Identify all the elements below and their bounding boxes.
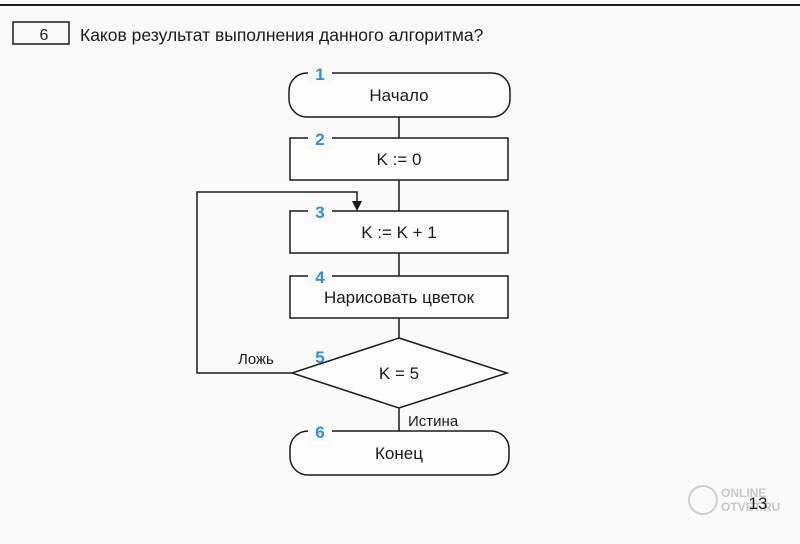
page-number: 13 (749, 494, 768, 513)
decision-condition: K = 5 (379, 364, 419, 383)
block-number-mask (308, 127, 332, 149)
block-init-k: 2 K := 0 (289, 127, 509, 181)
block-number-4: 4 (315, 268, 325, 287)
flow-connectors (196, 117, 400, 431)
watermark-line1: ONLINE (721, 486, 766, 500)
watermark-line2: OTVET.RU (721, 500, 780, 514)
block-number-2: 2 (315, 130, 324, 149)
block-number-mask (308, 420, 332, 442)
block-draw-flower: 4 Нарисовать цветок (289, 265, 509, 319)
block-decision: 5 K = 5 (289, 337, 510, 409)
block-end: 6 Конец (289, 420, 510, 476)
block-number-mask (308, 265, 332, 287)
block-number-5: 5 (315, 348, 324, 367)
task-number: 6 (40, 27, 49, 44)
block-init-label: K := 0 (377, 150, 422, 169)
block-start: 1 Начало (288, 62, 511, 118)
false-branch-label: Ложь (238, 351, 274, 368)
block-start-label: Начало (369, 86, 428, 105)
loop-back-line (196, 191, 358, 374)
loop-arrowhead (352, 201, 362, 211)
block-number-mask (308, 62, 332, 84)
block-increment-k: 3 K := K + 1 (289, 200, 509, 254)
block-number-6: 6 (315, 423, 324, 442)
block-end-label: Конец (375, 444, 423, 463)
block-number-mask (308, 200, 332, 222)
watermark-icon (688, 485, 718, 515)
block-number-1: 1 (315, 65, 324, 84)
watermark: ONLINE OTVET.RU (688, 485, 780, 515)
question-text: Каков результат выполнения данного алгор… (80, 25, 484, 45)
task-number-box: 6 (12, 21, 70, 45)
block-number-3: 3 (315, 203, 324, 222)
block-draw-label: Нарисовать цветок (324, 288, 475, 307)
block-increment-label: K := K + 1 (361, 223, 437, 242)
true-branch-label: Истина (408, 413, 459, 430)
